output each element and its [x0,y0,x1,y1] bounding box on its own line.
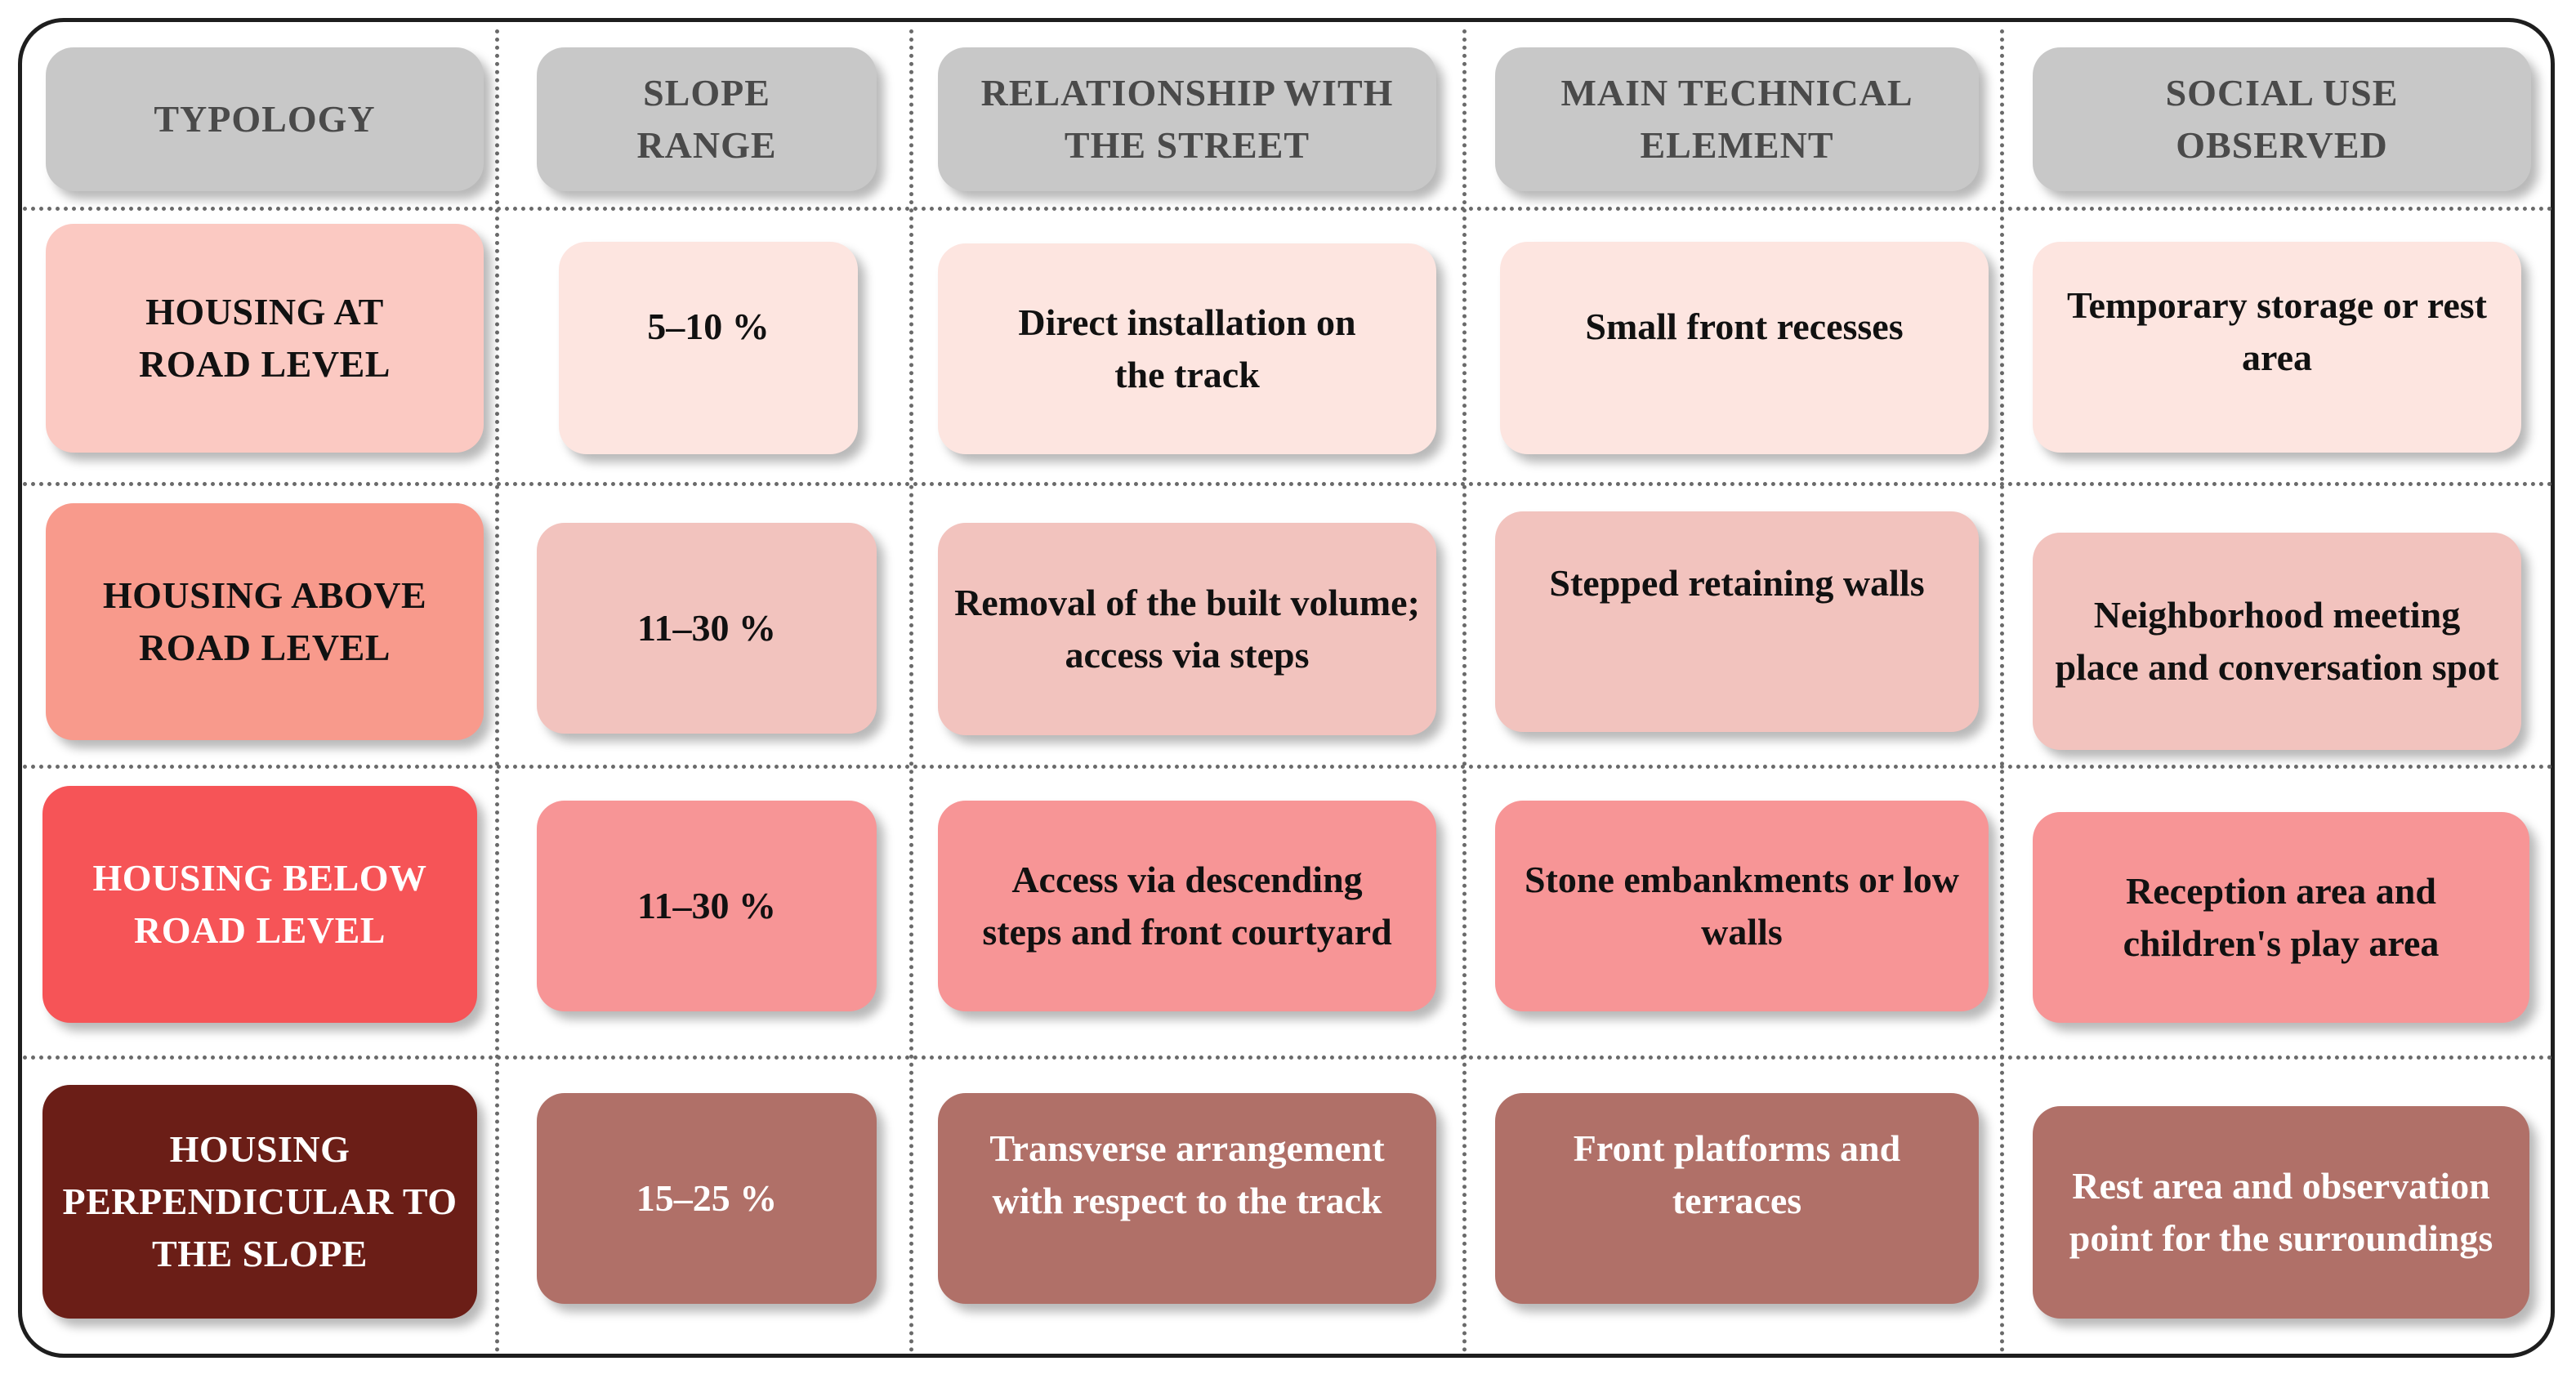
header-technical-element: MAIN TECHNICAL ELEMENT [1495,47,1979,191]
column-divider [1462,29,1467,1353]
row4-relationship: Transverse arrangement with respect to t… [938,1093,1436,1304]
row2-typology: HOUSING ABOVE ROAD LEVEL [46,503,484,740]
row1-slope-range: 5–10 % [559,242,858,454]
row3-typology: HOUSING BELOW ROAD LEVEL [42,786,477,1023]
row3-social-use: Reception area and children's play area [2033,812,2529,1023]
header-relationship: RELATIONSHIP WITH THE STREET [938,47,1436,191]
row-divider [23,482,2554,486]
row2-slope-range: 11–30 % [537,523,877,734]
row3-relationship: Access via descending steps and front co… [938,801,1436,1011]
row2-relationship: Removal of the built volume; access via … [938,523,1436,735]
row-divider [23,765,2554,769]
row4-technical-element: Front platforms and terraces [1495,1093,1979,1304]
header-typology: TYPOLOGY [46,47,484,191]
row2-technical-element: Stepped retaining walls [1495,511,1979,732]
header-social-use: SOCIAL USE OBSERVED [2033,47,2531,191]
column-divider [909,29,913,1353]
row-divider [23,207,2554,211]
row4-typology: HOUSING PERPENDICULAR TO THE SLOPE [42,1085,477,1319]
row1-relationship: Direct installation on the track [938,243,1436,454]
row-divider [23,1055,2554,1060]
row4-social-use: Rest area and observation point for the … [2033,1106,2529,1319]
row1-social-use: Temporary storage or rest area [2033,242,2521,453]
column-divider [2000,29,2004,1353]
column-divider [495,29,499,1353]
row3-technical-element: Stone embankments or low walls [1495,801,1989,1011]
row4-slope-range: 15–25 % [537,1093,877,1304]
row1-technical-element: Small front recesses [1500,242,1989,454]
header-slope-range: SLOPE RANGE [537,47,877,191]
row3-slope-range: 11–30 % [537,801,877,1011]
row2-social-use: Neighborhood meeting place and conversat… [2033,533,2521,750]
row1-typology: HOUSING AT ROAD LEVEL [46,224,484,453]
